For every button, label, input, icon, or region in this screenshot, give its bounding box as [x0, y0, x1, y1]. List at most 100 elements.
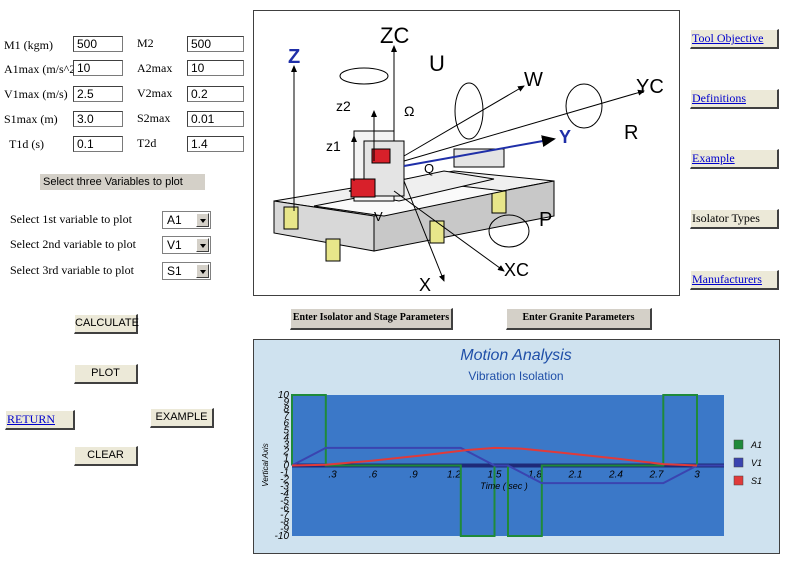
x-tick-label: 1.8: [528, 470, 542, 481]
m2-input[interactable]: 500: [187, 36, 244, 52]
select-3-dropdown[interactable]: S1: [162, 262, 211, 280]
calculate-button[interactable]: CALCULATE: [74, 314, 139, 334]
manufacturers-button[interactable]: Manufacturers: [690, 270, 779, 290]
select-2-label: Select 2nd variable to plot: [10, 237, 136, 251]
x-tick-label: 2.4: [608, 470, 623, 481]
y-tick-label: 9: [283, 397, 289, 408]
select-2-dropdown[interactable]: V1: [162, 236, 211, 254]
s1max-input[interactable]: 3.0: [73, 111, 123, 127]
select-1-value: A1: [167, 213, 182, 227]
a2max-label: A2max: [137, 61, 173, 75]
example-button[interactable]: EXAMPLE: [150, 408, 214, 428]
x-tick-label: .9: [409, 470, 418, 481]
a1max-input[interactable]: 10: [73, 60, 123, 76]
axis-r-label: R: [624, 122, 638, 144]
legend-label-s1: S1: [751, 476, 762, 486]
y-tick-label: -4: [280, 489, 289, 500]
x-tick-label: 2.7: [649, 470, 664, 481]
select-3-value: S1: [167, 264, 182, 278]
definitions-button[interactable]: Definitions: [690, 89, 779, 109]
y-tick-label: -8: [280, 517, 289, 528]
isolator-params-button[interactable]: Enter Isolator and Stage Parameters: [290, 308, 453, 330]
legend-label-v1: V1: [751, 458, 762, 468]
series-v1-line: [291, 446, 724, 485]
axis-zc-label: ZC: [380, 23, 409, 48]
stage-diagram: Z ZC U W YC R Y z2 z1 Ω Q V P X XC: [253, 10, 680, 296]
chart-title: Motion Analysis: [460, 347, 571, 364]
y-tick-label: -2: [280, 475, 289, 486]
t2d-label: T2d: [137, 136, 157, 150]
v1max-label: V1max (m/s): [4, 87, 68, 101]
y-tick-label: -3: [280, 482, 289, 493]
chart-svg: Motion Analysis Vibration Isolation 10 98…: [261, 347, 762, 542]
tool-objective-button[interactable]: Tool Objective: [690, 29, 779, 49]
x-tick-label: 2.1: [568, 470, 583, 481]
axis-yc-label: YC: [636, 76, 664, 98]
y-tick-label: -1: [280, 468, 289, 479]
chart-subtitle: Vibration Isolation: [468, 369, 563, 383]
axis-q-label: Q: [424, 161, 434, 176]
m1-label: M1 (kgm): [4, 38, 53, 52]
v2max-label: V2max: [137, 86, 173, 100]
y-tick-label: -6: [280, 503, 289, 514]
v2max-input[interactable]: 0.2: [187, 86, 244, 102]
x-tick-label: 1.2: [447, 470, 461, 481]
chevron-down-icon[interactable]: [196, 264, 209, 278]
y-tick-label: -7: [280, 510, 289, 521]
t1d-input[interactable]: 0.1: [73, 136, 123, 152]
definitions-link[interactable]: Definitions: [692, 91, 746, 105]
y-tick-label: 2: [282, 446, 289, 457]
legend-swatch-v1: [733, 457, 744, 468]
y-tick-label: -9: [280, 524, 289, 535]
tool-objective-link[interactable]: Tool Objective: [692, 31, 764, 45]
t2d-input[interactable]: 1.4: [187, 136, 244, 152]
select-3-label: Select 3rd variable to plot: [10, 263, 134, 277]
isolator-types-button[interactable]: Isolator Types: [690, 209, 779, 229]
series-s1-line: [291, 446, 698, 467]
return-link[interactable]: RETURN: [7, 412, 55, 426]
example-link[interactable]: Example: [692, 151, 735, 165]
manufacturers-link[interactable]: Manufacturers: [692, 272, 762, 286]
chart-xlabel: Time ( sec ): [480, 481, 527, 491]
example-link-button[interactable]: Example: [690, 149, 779, 169]
legend-swatch-s1: [733, 475, 744, 486]
axis-p-label: P: [539, 209, 552, 231]
y-tick-label: 4: [283, 432, 289, 443]
y-tick-label: 0: [283, 461, 289, 472]
x-tick-label: .3: [328, 470, 337, 481]
a2max-input[interactable]: 10: [187, 60, 244, 76]
x-tick-label: .6: [369, 470, 378, 481]
select-1-label: Select 1st variable to plot: [10, 212, 132, 226]
axis-z2-label: z2: [336, 98, 351, 114]
legend-label-a1: A1: [750, 440, 762, 450]
y-tick-label: 5: [283, 425, 289, 436]
axis-w-label: W: [524, 69, 543, 91]
a1max-label: A1max (m/s^2): [4, 62, 80, 76]
t1d-label: T1d (s): [9, 137, 44, 151]
y-tick-label: 3: [283, 439, 289, 450]
chevron-down-icon[interactable]: [196, 238, 209, 252]
stage-diagram-drawing: Z ZC U W YC R Y z2 z1 Ω Q V P X XC: [273, 23, 664, 295]
m2-label: M2: [137, 36, 154, 50]
y-tick-label: 7: [283, 411, 289, 422]
legend-swatch-a1: [733, 439, 744, 450]
s2max-input[interactable]: 0.01: [187, 111, 244, 127]
m1-input[interactable]: 500: [73, 36, 123, 52]
y-tick-label: 6: [283, 418, 289, 429]
isolator-types-label: Isolator Types: [692, 211, 760, 225]
axis-xc-label: XC: [504, 260, 529, 280]
s2max-label: S2max: [137, 111, 171, 125]
granite-params-button[interactable]: Enter Granite Parameters: [506, 308, 652, 330]
y-tick-label: -10: [275, 531, 290, 542]
select-2-value: V1: [167, 238, 182, 252]
select-1-dropdown[interactable]: A1: [162, 211, 211, 229]
v1max-input[interactable]: 2.5: [73, 86, 123, 102]
y-tick-label: 8: [283, 404, 289, 415]
return-button[interactable]: RETURN: [5, 410, 75, 430]
x-tick-label: 3: [694, 470, 700, 481]
plot-button[interactable]: PLOT: [74, 364, 138, 384]
chevron-down-icon[interactable]: [196, 213, 209, 227]
y-tick-label: 1: [283, 453, 289, 464]
clear-button[interactable]: CLEAR: [74, 446, 138, 466]
